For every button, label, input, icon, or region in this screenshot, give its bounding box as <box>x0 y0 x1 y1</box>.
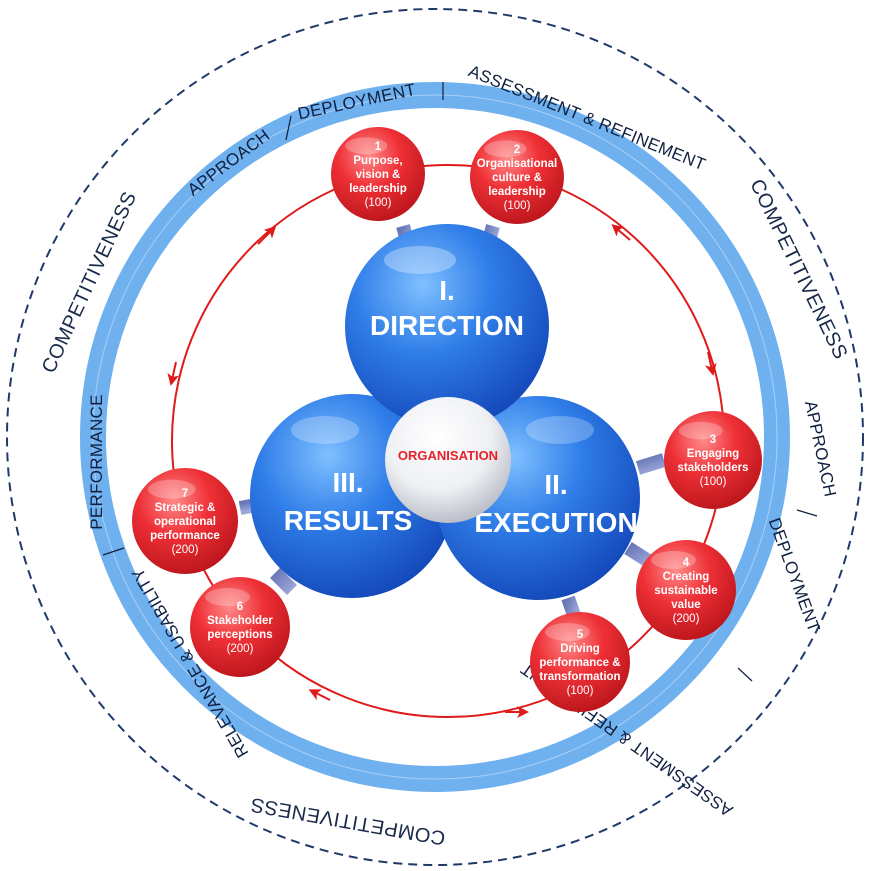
criterion-number: 4 <box>683 557 690 569</box>
execution-label: EXECUTION <box>474 507 637 538</box>
criterion-label-line: perceptions <box>207 629 272 641</box>
criterion-label-line: Creating <box>663 571 710 583</box>
direction-roman: I. <box>439 275 455 306</box>
competitiveness-bottom: COMPETITIVENESS <box>249 793 447 849</box>
criterion-label-line: leadership <box>488 186 546 198</box>
criterion-label-line: culture & <box>492 172 542 184</box>
criterion-label-line: leadership <box>349 183 407 195</box>
criterion-circle <box>132 468 238 574</box>
direction-label: DIRECTION <box>370 310 524 341</box>
criterion-label-line: transformation <box>539 671 620 683</box>
sphere-direction: I. DIRECTION <box>345 224 549 428</box>
criterion-label-line: Stakeholder <box>207 615 273 627</box>
criterion-number: 5 <box>577 629 584 641</box>
cycle-arrow-down-right <box>704 351 717 376</box>
cycle-arrow-up-right <box>611 224 631 241</box>
criterion-label-line: vision & <box>356 169 401 181</box>
cycle-arrow-bottom-left <box>308 689 331 701</box>
criterion-label-line: stakeholders <box>678 462 749 474</box>
criterion-number: 7 <box>182 488 188 500</box>
band-approach-right: APPROACH <box>801 399 840 499</box>
criterion-number: 6 <box>237 601 243 613</box>
criterion-score: (200) <box>172 544 199 556</box>
criterion-score: (100) <box>504 200 531 212</box>
results-roman: III. <box>332 467 363 498</box>
criterion-label-line: Organisational <box>477 158 558 170</box>
criterion-label-line: sustainable <box>654 585 717 597</box>
execution-roman: II. <box>544 469 567 500</box>
criterion-score: (200) <box>673 613 700 625</box>
criterion-number: 3 <box>710 434 716 446</box>
sphere-organisation: ORGANISATION <box>385 397 511 523</box>
criterion-number: 2 <box>514 144 520 156</box>
outer-dashed-ring <box>6 8 864 866</box>
band-deployment-right: DEPLOYMENT <box>765 515 824 634</box>
criterion-label-line: performance & <box>539 657 620 669</box>
band-approach-top: APPROACH <box>184 126 274 200</box>
results-label: RESULTS <box>284 505 413 536</box>
criterion-score: (100) <box>700 476 727 488</box>
criterion-number: 1 <box>375 141 382 153</box>
criterion-label-line: operational <box>154 516 216 528</box>
criterion-label-line: Purpose, <box>353 155 402 167</box>
criterion-score: (100) <box>365 197 392 209</box>
criterion-label-line: Driving <box>560 643 600 655</box>
band-performance-left: PERFORMANCE <box>87 394 106 530</box>
criterion-circle <box>190 577 290 677</box>
criterion-label-line: value <box>671 599 700 611</box>
assessment-band <box>80 82 790 792</box>
cycle-arrow-up-left <box>257 225 277 245</box>
criterion-label-line: Strategic & <box>155 502 216 514</box>
criterion-circle <box>470 130 564 224</box>
criterion-circle <box>331 127 425 221</box>
criterion-label-line: performance <box>150 530 220 542</box>
criterion-score: (200) <box>227 643 254 655</box>
criterion-score: (100) <box>567 685 594 697</box>
organisation-label: ORGANISATION <box>398 448 498 463</box>
criterion-circle <box>636 540 736 640</box>
criterion-circle <box>664 411 762 509</box>
criterion-label-line: Engaging <box>687 448 739 460</box>
cycle-arrow-down-left <box>167 361 180 386</box>
core-spheres: III. RESULTS II. EXECUTION I. DIRECTION … <box>250 224 640 600</box>
criterion-circle <box>530 612 630 712</box>
